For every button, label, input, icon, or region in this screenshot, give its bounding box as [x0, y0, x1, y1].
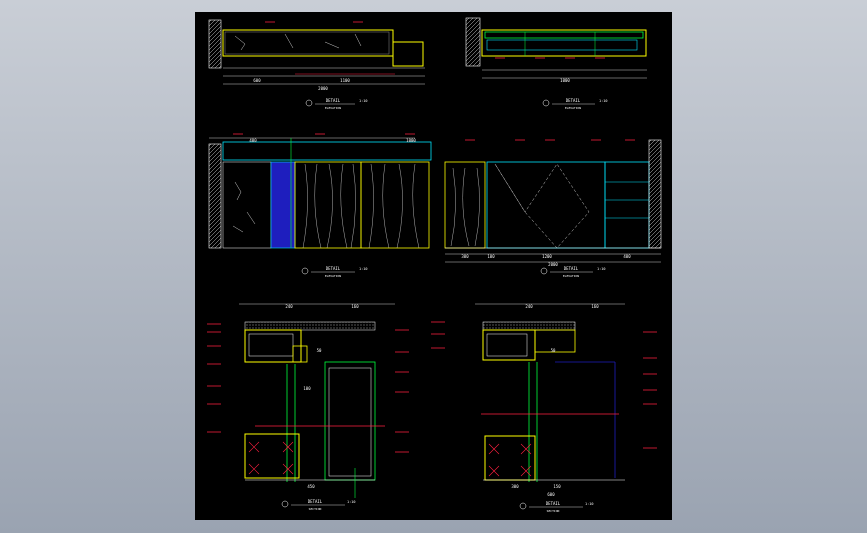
v4-scale: 1:10 — [597, 267, 605, 271]
v1-scale: 1:10 — [359, 99, 367, 103]
v5-dim-1: 240 — [285, 304, 293, 309]
v2-title: DETAIL — [566, 98, 581, 103]
v4-dim-2: 100 — [487, 254, 495, 259]
v6-dim-2: 160 — [591, 304, 599, 309]
v4-title: DETAIL — [564, 266, 579, 271]
v2-subtitle: ELEVATION — [565, 106, 581, 110]
v2-scale: 1:10 — [599, 99, 607, 103]
v3-dim-1: 400 — [249, 138, 257, 143]
v3-scale: 1:10 — [359, 267, 367, 271]
v4-dim-1: 300 — [461, 254, 469, 259]
v6-dim-1: 240 — [525, 304, 533, 309]
v6-dim-6: 50 — [551, 348, 556, 353]
view-4-elevation: 300 100 1200 400 2000 DETAIL ELEVATION 1… — [444, 139, 662, 278]
v1-dim-1: 600 — [253, 78, 261, 83]
v6-scale: 1:10 — [585, 502, 593, 506]
v5-dim-5: 100 — [303, 386, 311, 391]
v4-dim-5: 2000 — [548, 262, 558, 267]
v5-dim-2: 160 — [351, 304, 359, 309]
v5-subtitle: SECTION — [309, 507, 322, 511]
drawing-sheet: 600 1100 2000 DETAIL ELEVATION 1:10 — [195, 12, 672, 520]
v1-dim-2: 1100 — [340, 78, 350, 83]
view-2-plan: 1000 DETAIL ELEVATION 1:10 — [465, 17, 647, 110]
drawing-canvas: 600 1100 2000 DETAIL ELEVATION 1:10 — [207, 17, 662, 513]
v6-dim-5: 600 — [547, 492, 555, 497]
view-5-section: 240 160 450 50 100 DETAIL SECTION 1:10 — [207, 303, 409, 511]
v1-title: DETAIL — [326, 98, 341, 103]
v2-dim-1: 1000 — [560, 78, 570, 83]
view-3-elevation: 400 1000 DETAIL ELEVATION 1:10 — [208, 133, 432, 278]
v6-subtitle: SECTION — [547, 509, 560, 513]
v4-subtitle: ELEVATION — [563, 274, 579, 278]
v4-dim-4: 400 — [623, 254, 631, 259]
v4-dim-3: 1200 — [542, 254, 552, 259]
v1-dim-3: 2000 — [318, 86, 328, 91]
v5-dim-4: 50 — [317, 348, 322, 353]
view-1-plan: 600 1100 2000 DETAIL ELEVATION 1:10 — [208, 19, 425, 110]
v6-title: DETAIL — [546, 501, 561, 506]
v5-dim-3: 450 — [307, 484, 315, 489]
v3-title: DETAIL — [326, 266, 341, 271]
v3-dim-2: 1000 — [406, 138, 416, 143]
v3-subtitle: ELEVATION — [325, 274, 341, 278]
v5-title: DETAIL — [308, 499, 323, 504]
v1-subtitle: ELEVATION — [325, 106, 341, 110]
v5-scale: 1:10 — [347, 500, 355, 504]
v6-dim-4: 150 — [553, 484, 561, 489]
view-6-section: 240 160 300 150 600 50 DETAIL SECTION 1:… — [431, 303, 657, 513]
v6-dim-3: 300 — [511, 484, 519, 489]
